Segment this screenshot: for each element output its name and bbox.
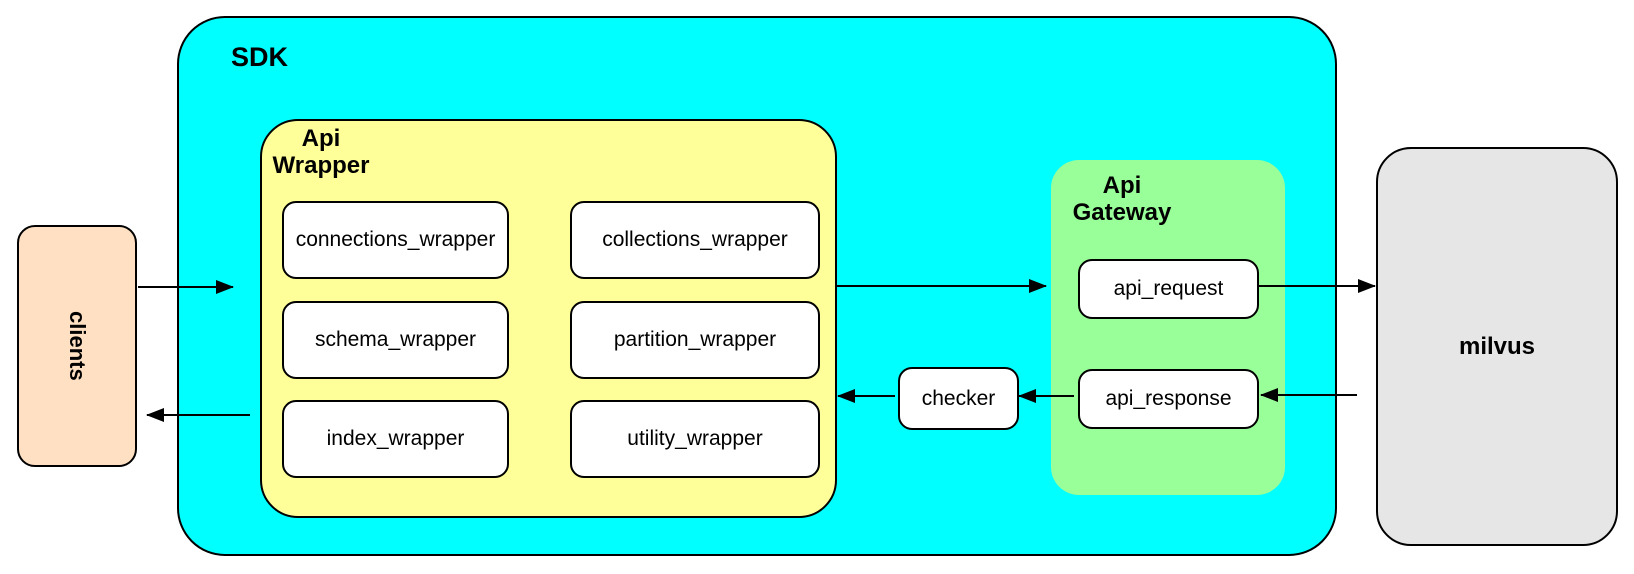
api-request-label: api_request [1113,277,1224,300]
api-response-label: api_response [1105,387,1232,410]
clients-node: clients [17,225,137,467]
connections-wrapper-node: connections_wrapper [282,201,509,279]
index-wrapper-label: index_wrapper [326,427,465,450]
sdk-container: SDK Api Wrapper connections_wrapper coll… [177,16,1337,556]
collections-wrapper-node: collections_wrapper [570,201,820,279]
sdk-label: SDK [231,42,289,72]
api-wrapper-container: Api Wrapper connections_wrapper collecti… [260,119,837,518]
schema-wrapper-label: schema_wrapper [314,328,477,351]
api-response-node: api_response [1078,369,1259,429]
partition-wrapper-node: partition_wrapper [570,301,820,379]
api-gateway-label: Api Gateway [1072,172,1172,226]
milvus-node: milvus [1376,147,1618,546]
milvus-label: milvus [1458,332,1536,360]
index-wrapper-node: index_wrapper [282,400,509,478]
api-request-node: api_request [1078,259,1259,319]
clients-label: clients [65,311,90,381]
checker-label: checker [921,386,996,410]
api-wrapper-label: Api Wrapper [272,125,370,179]
api-gateway-container: Api Gateway api_request api_response [1051,160,1285,495]
collections-wrapper-label: collections_wrapper [602,228,788,251]
schema-wrapper-node: schema_wrapper [282,301,509,379]
checker-node: checker [898,367,1019,430]
partition-wrapper-label: partition_wrapper [613,328,777,351]
connections-wrapper-label: connections_wrapper [295,228,496,251]
utility-wrapper-node: utility_wrapper [570,400,820,478]
utility-wrapper-label: utility_wrapper [627,427,763,450]
